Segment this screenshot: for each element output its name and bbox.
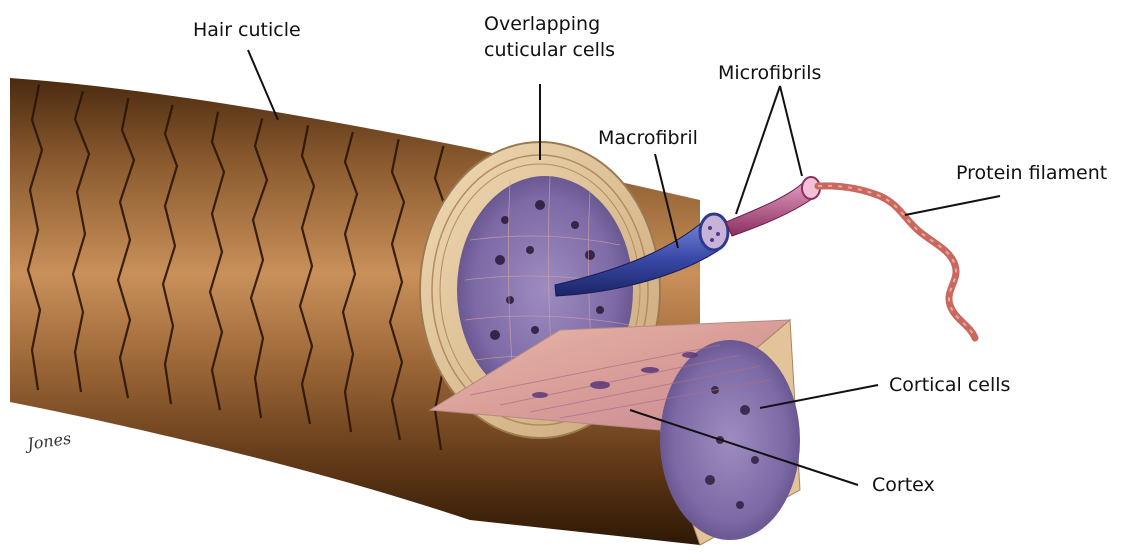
leader-protein <box>905 196 1000 215</box>
artist-signature: Jones <box>23 429 72 454</box>
protein-filament <box>818 186 975 338</box>
label-protein-filament: Protein filament <box>956 160 1107 186</box>
label-overlapping-line1: Overlapping <box>484 11 615 37</box>
macrofibril-end <box>700 214 728 250</box>
label-microfibrils: Microfibrils <box>718 60 821 86</box>
label-overlapping-cuticular-cells: Overlapping cuticular cells <box>484 11 615 63</box>
leader-microfibrils-b <box>780 86 802 176</box>
label-cortex: Cortex <box>872 472 935 498</box>
microfibril <box>726 177 820 236</box>
label-hair-cuticle: Hair cuticle <box>193 17 301 43</box>
leader-microfibrils-a <box>736 86 780 214</box>
label-macrofibril: Macrofibril <box>598 125 698 151</box>
label-overlapping-line2: cuticular cells <box>484 37 615 63</box>
label-cortical-cells: Cortical cells <box>889 372 1010 398</box>
lower-cross-section <box>660 340 800 540</box>
